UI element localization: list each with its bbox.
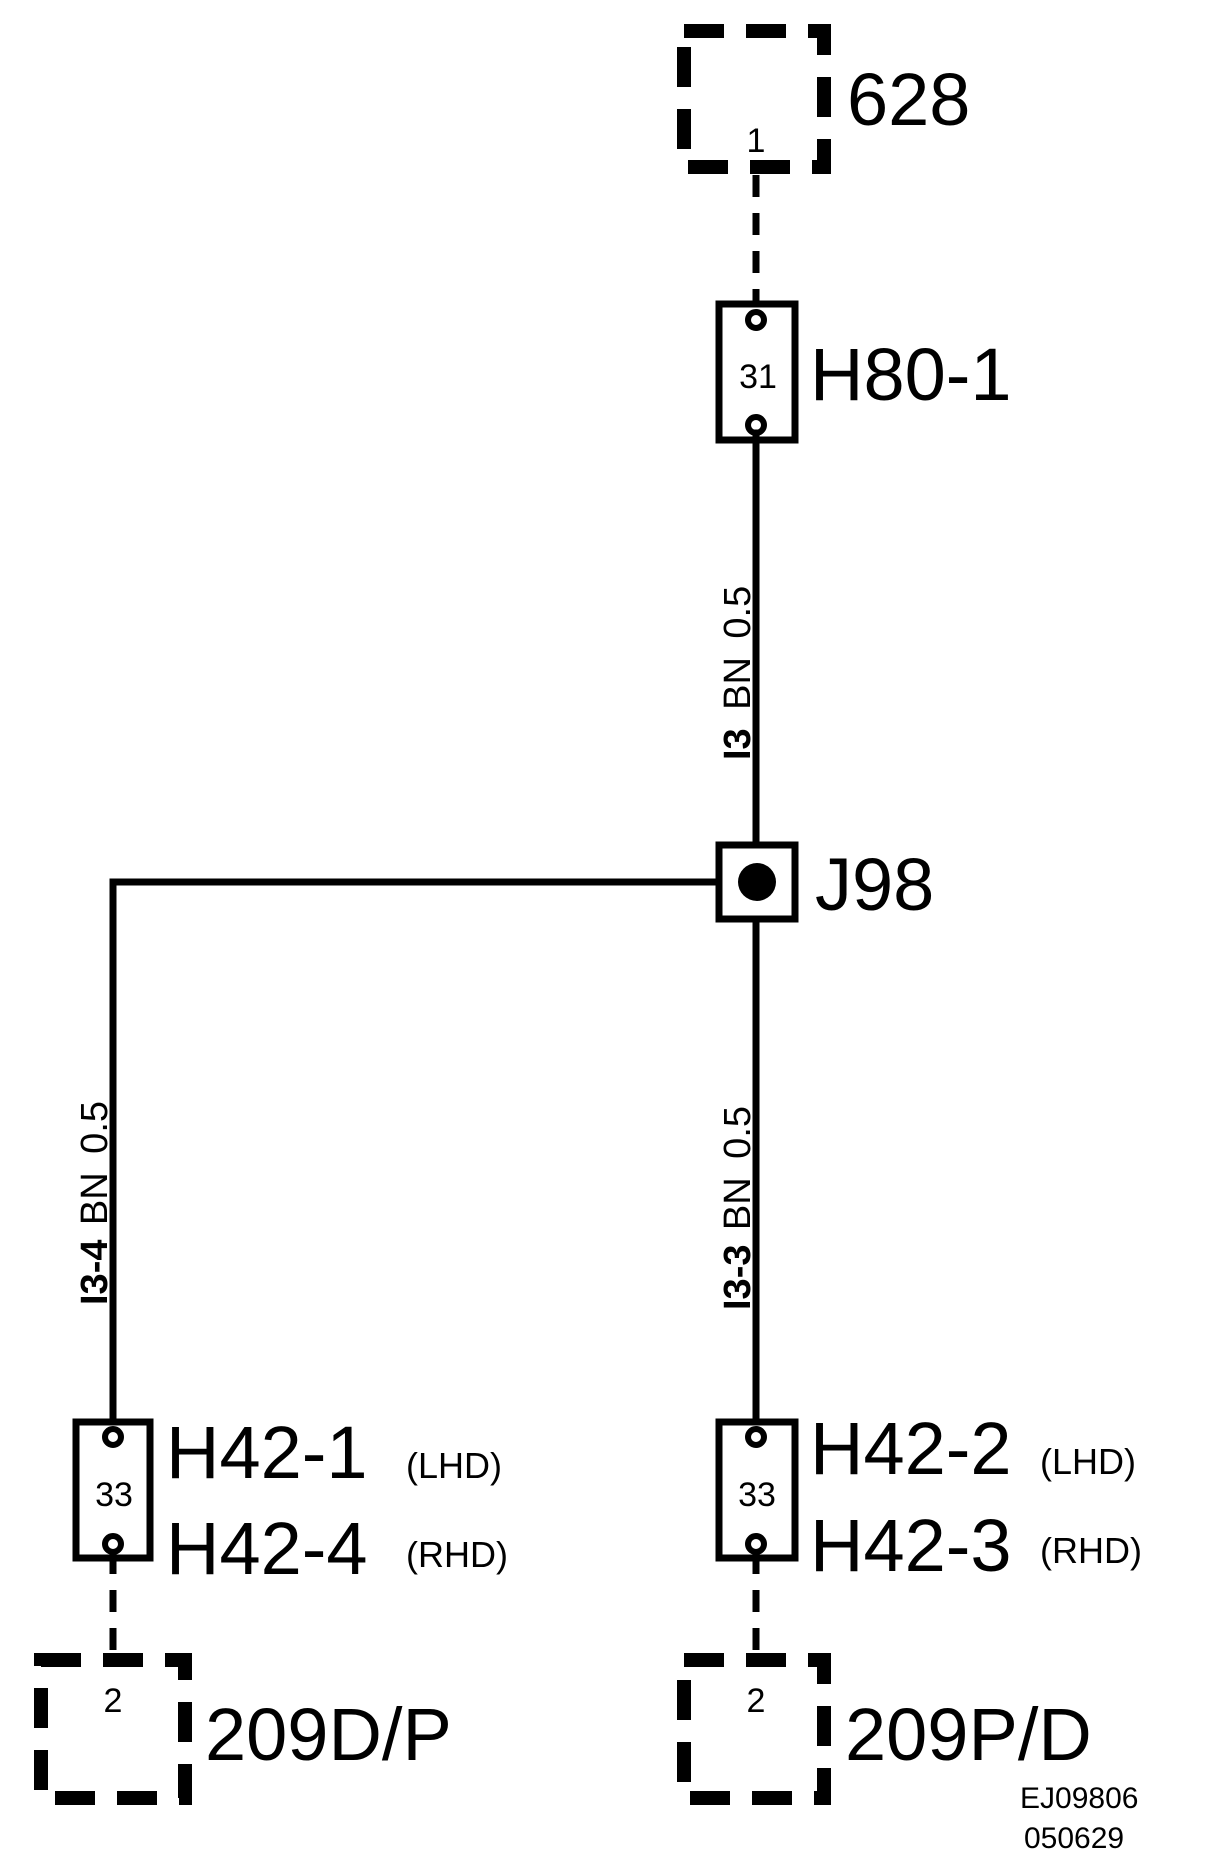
component-209d-p-label: 209D/P	[205, 1693, 452, 1776]
connector-h42-right-lhd-variant: (LHD)	[1040, 1441, 1136, 1482]
connector-h42-left[interactable]: 33	[72, 1418, 154, 1562]
wire-top-size: 0.5	[717, 586, 759, 639]
connector-h42-right-lhd-label: H42-2	[810, 1407, 1012, 1490]
component-209p-d-label: 209P/D	[845, 1693, 1092, 1776]
splice-dot	[738, 863, 776, 901]
component-628[interactable]: 1	[677, 24, 831, 174]
component-209d-p[interactable]: 2	[34, 1653, 192, 1805]
wire-left[interactable]	[109, 878, 723, 1432]
splice-j98[interactable]	[715, 841, 799, 923]
wire-right-circuit: I3-3	[717, 1245, 759, 1310]
wire-left-color: BN	[74, 1172, 116, 1225]
connector-h80-pin: 31	[739, 358, 777, 396]
reference-code: EJ09806	[1020, 1782, 1138, 1815]
component-209p-d-pin: 2	[747, 1682, 766, 1720]
pin-terminal-top	[745, 1426, 767, 1448]
wire-left-size: 0.5	[74, 1101, 116, 1154]
connector-h42-left-pin: 33	[95, 1476, 133, 1514]
connector-h42-left-rhd-label: H42-4	[166, 1507, 368, 1590]
wire-left-circuit: I3-4	[74, 1240, 116, 1305]
wire-right-color: BN	[717, 1177, 759, 1230]
connector-h80[interactable]: 31	[715, 300, 799, 444]
connector-h42-left-lhd-variant: (LHD)	[406, 1445, 502, 1486]
wire-right-label: I3-3 BN 0.5	[717, 1106, 759, 1310]
pin-terminal-bottom	[745, 1533, 767, 1555]
pin-terminal-top	[745, 309, 767, 331]
connector-h42-left-rhd-variant: (RHD)	[406, 1534, 508, 1575]
svg-text:I3-4 BN 0.5: I3-4 BN 0.5	[74, 1101, 116, 1305]
wire-top-circuit: I3	[717, 728, 759, 760]
component-209p-d[interactable]: 2	[677, 1653, 831, 1805]
wire-top-color: BN	[717, 657, 759, 710]
component-209d-p-pin: 2	[104, 1682, 123, 1720]
svg-text:I3-3 BN 0.5: I3-3 BN 0.5	[717, 1106, 759, 1310]
connector-h42-right-pin: 33	[738, 1476, 776, 1514]
reference-date: 050629	[1024, 1822, 1124, 1855]
component-628-pin: 1	[747, 122, 766, 160]
connector-h80-label: H80-1	[810, 333, 1012, 416]
wire-left-label: I3-4 BN 0.5	[74, 1101, 116, 1305]
wire-top-label: I3 BN 0.5	[717, 586, 759, 760]
connector-h42-right[interactable]: 33	[715, 1418, 799, 1562]
connector-h42-right-rhd-variant: (RHD)	[1040, 1530, 1142, 1571]
pin-terminal-top	[102, 1426, 124, 1448]
component-628-label: 628	[847, 58, 970, 141]
connector-h42-left-lhd-label: H42-1	[166, 1411, 368, 1494]
connector-h42-right-rhd-label: H42-3	[810, 1504, 1012, 1587]
wire-right-size: 0.5	[717, 1106, 759, 1159]
splice-j98-label: J98	[815, 843, 934, 926]
pin-terminal-bottom	[102, 1533, 124, 1555]
svg-text:I3 BN 0.5: I3 BN 0.5	[717, 586, 759, 760]
